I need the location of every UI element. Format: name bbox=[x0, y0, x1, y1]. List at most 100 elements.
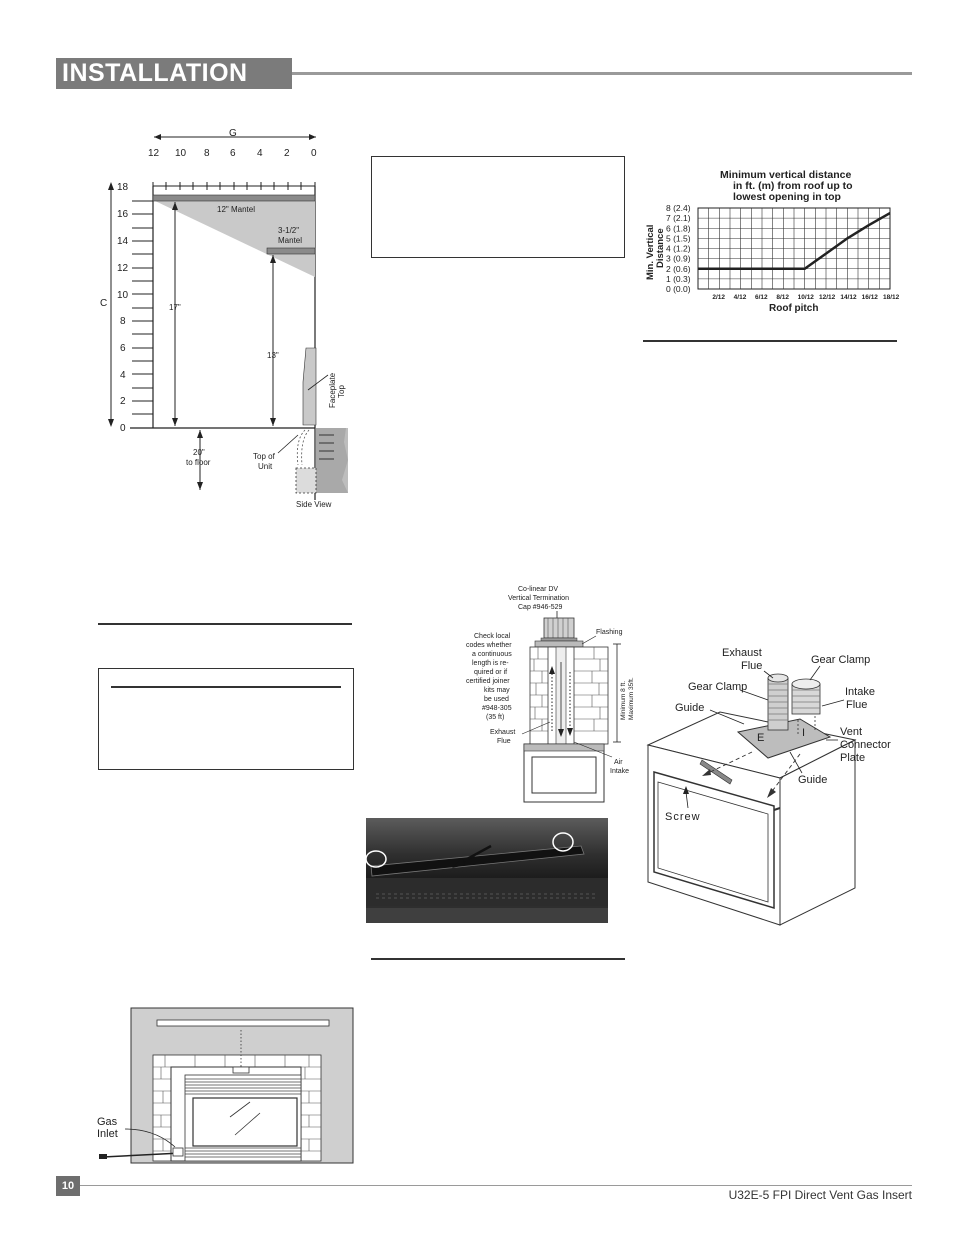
gas-inlet-label: Inlet bbox=[97, 1128, 118, 1140]
plate-i-label: I bbox=[802, 727, 805, 739]
codes-label: be used bbox=[484, 696, 509, 703]
floor-label: 20" bbox=[193, 448, 205, 457]
chart-grid bbox=[697, 207, 891, 290]
vertical-termination-diagram: Co-linear DV Vertical Termination Cap #9… bbox=[466, 586, 635, 803]
side-view-label: Side View bbox=[296, 500, 332, 509]
air-intake-label: Intake bbox=[610, 768, 629, 775]
install-photo bbox=[366, 818, 608, 923]
mantel-3-label: 3-1/2" bbox=[278, 226, 299, 235]
y-tick-label: 3 (0.9) bbox=[666, 254, 691, 264]
codes-label: certified joiner bbox=[466, 678, 510, 685]
x-tick-label: 4/12 bbox=[734, 294, 747, 301]
chart-title: Minimum vertical distance bbox=[720, 169, 851, 181]
exhaust-flue-label: Flue bbox=[497, 738, 511, 745]
guide-bottom-label: Guide bbox=[798, 774, 827, 786]
codes-label: codes whether bbox=[466, 642, 512, 649]
left-tick: 4 bbox=[120, 370, 126, 381]
left-tick: 10 bbox=[117, 290, 129, 301]
x-tick-label: 10/12 bbox=[798, 294, 815, 301]
x-tick-label: 2/12 bbox=[712, 294, 725, 301]
gear-clamp-right-label: Gear Clamp bbox=[811, 654, 870, 666]
dim-13-label: 13" bbox=[267, 351, 279, 360]
y-tick-label: 5 (1.5) bbox=[666, 233, 691, 243]
codes-label: a continuous bbox=[472, 651, 512, 658]
floor-label: to floor bbox=[186, 458, 211, 467]
vent-plate-label: Connector bbox=[840, 739, 891, 751]
y-tick-label: 4 (1.2) bbox=[666, 244, 691, 254]
section-rule bbox=[643, 340, 897, 342]
mantel-3-label: Mantel bbox=[278, 236, 302, 245]
air-intake-label: Air bbox=[614, 759, 623, 766]
mantel-12-label: 12" Mantel bbox=[217, 205, 255, 214]
min-max-label: Minimum 8 ft. bbox=[620, 681, 627, 720]
y-tick-label: 2 (0.6) bbox=[666, 264, 691, 274]
codes-label: length is re- bbox=[472, 660, 509, 667]
chart-title: in ft. (m) from roof up to bbox=[733, 180, 853, 192]
dim-17-label: 17" bbox=[169, 303, 181, 312]
x-tick-label: 16/12 bbox=[862, 294, 879, 301]
section-rule bbox=[371, 958, 625, 960]
left-tick: 0 bbox=[120, 423, 126, 434]
codes-label: kits may bbox=[484, 687, 510, 694]
x-tick-label: 6/12 bbox=[755, 294, 768, 301]
top-of-unit-label: Unit bbox=[258, 462, 273, 471]
left-tick: 2 bbox=[120, 396, 126, 407]
top-of-unit-label: Top of bbox=[253, 452, 276, 461]
mantel-clearance-diagram: G 12 10 8 6 4 2 0 12" Mantel 3-1/2" Mant… bbox=[100, 128, 348, 509]
left-tick: 16 bbox=[117, 209, 129, 220]
g-label: G bbox=[229, 128, 237, 139]
warning-box bbox=[98, 668, 354, 770]
x-tick-label: 14/12 bbox=[840, 294, 857, 301]
header-rule bbox=[292, 72, 912, 75]
y-tick-label: 0 (0.0) bbox=[666, 284, 691, 294]
codes-label: #948-305 bbox=[482, 705, 512, 712]
footer-doc-title: U32E-5 FPI Direct Vent Gas Insert bbox=[728, 1188, 912, 1202]
top-tick: 0 bbox=[311, 148, 317, 159]
cap-label: Vertical Termination bbox=[508, 595, 569, 602]
x-tick-label: 8/12 bbox=[776, 294, 789, 301]
gear-clamp-left-label: Gear Clamp bbox=[688, 681, 747, 693]
gas-inlet-diagram: Gas Inlet bbox=[97, 1007, 354, 1164]
chart-xlabel: Roof pitch bbox=[769, 303, 818, 314]
intake-flue-label: Flue bbox=[846, 699, 867, 711]
flashing-label: Flashing bbox=[596, 629, 623, 636]
guide-left-label: Guide bbox=[675, 702, 704, 714]
y-tick-label: 6 (1.8) bbox=[666, 223, 691, 233]
section-rule bbox=[98, 623, 352, 625]
gas-inlet-label: Gas bbox=[97, 1116, 118, 1128]
y-tick-label: 8 (2.4) bbox=[666, 203, 691, 213]
left-tick: 18 bbox=[117, 182, 129, 193]
codes-label: quired or if bbox=[474, 669, 507, 676]
exhaust-flue-label: Exhaust bbox=[722, 647, 762, 659]
top-tick: 12 bbox=[148, 148, 160, 159]
top-tick: 8 bbox=[204, 148, 210, 159]
c-label: C bbox=[100, 298, 107, 309]
chart-ylabel: Min. Vertical bbox=[645, 225, 656, 280]
notice-box bbox=[371, 156, 625, 258]
top-tick: 4 bbox=[257, 148, 263, 159]
y-tick-label: 1 (0.3) bbox=[666, 274, 691, 284]
x-tick-label: 18/12 bbox=[883, 294, 900, 301]
screw-label: Screw bbox=[665, 811, 701, 823]
warning-box-rule bbox=[111, 686, 341, 688]
faceplate-label: Top bbox=[337, 385, 346, 398]
chart-series-line bbox=[698, 212, 891, 271]
plate-e-label: E bbox=[757, 732, 764, 744]
vent-plate-label: Plate bbox=[840, 752, 865, 764]
y-tick-label: 7 (2.1) bbox=[666, 213, 691, 223]
left-tick: 14 bbox=[117, 236, 129, 247]
cap-label: Cap #946-529 bbox=[518, 604, 562, 611]
section-header: INSTALLATION bbox=[56, 58, 292, 89]
vent-connector-diagram: E I Exhaust Flue Gear Clamp Gear Clamp I… bbox=[646, 647, 891, 926]
photo-detail bbox=[366, 832, 608, 923]
exhaust-flue-label: Exhaust bbox=[490, 729, 515, 736]
codes-label: (35 ft) bbox=[486, 714, 504, 721]
chart-ylabel: Distance bbox=[655, 228, 666, 268]
min-max-label: Maximum 35ft. bbox=[628, 677, 635, 720]
top-tick: 6 bbox=[230, 148, 236, 159]
vent-plate-label: Vent bbox=[840, 726, 862, 738]
cap-label: Co-linear DV bbox=[518, 586, 558, 593]
roof-pitch-chart: Minimum vertical distance in ft. (m) fro… bbox=[645, 169, 900, 314]
chart-title: lowest opening in top bbox=[733, 191, 841, 203]
top-tick: 2 bbox=[284, 148, 290, 159]
